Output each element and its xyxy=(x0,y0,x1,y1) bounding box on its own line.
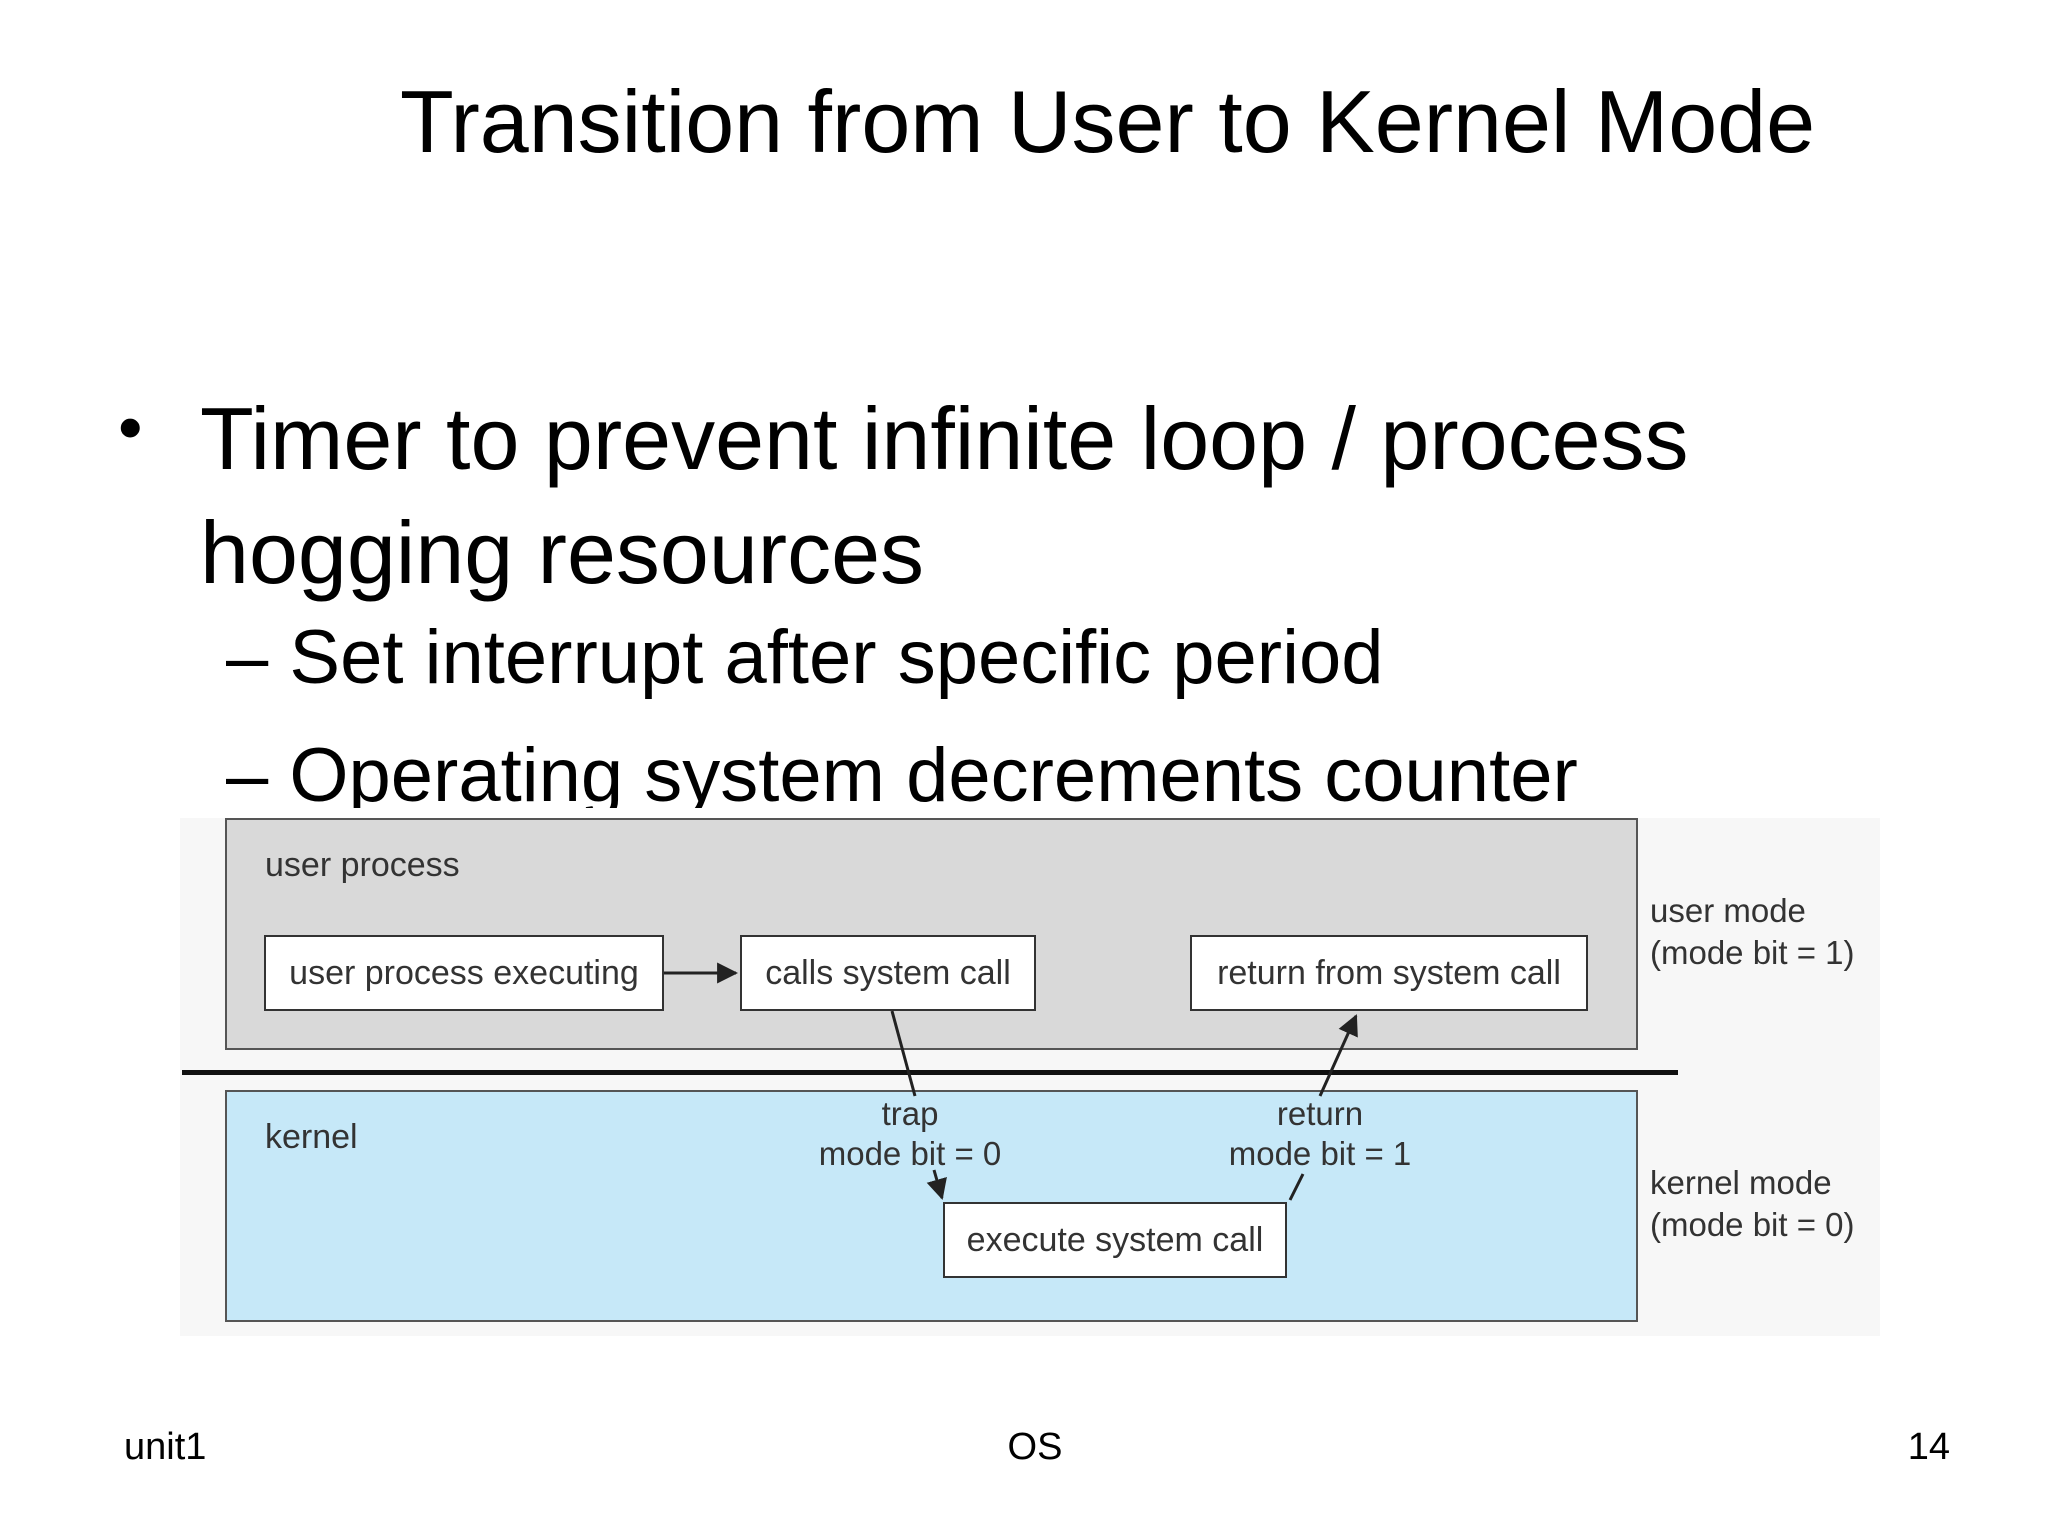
trap-arrow-lower xyxy=(926,1169,947,1201)
trap-label: trap mode bit = 0 xyxy=(790,1094,1030,1174)
user-mode-line1: user mode xyxy=(1650,892,1806,929)
mode-separator-line xyxy=(182,1070,1678,1075)
return-label-line2: mode bit = 1 xyxy=(1228,1135,1412,1172)
user-mode-line2: (mode bit = 1) xyxy=(1650,934,1855,971)
slide-title: Transition from User to Kernel Mode xyxy=(400,72,1816,171)
return-from-system-call-box: return from system call xyxy=(1190,935,1588,1011)
user-process-band xyxy=(225,818,1638,1050)
kernel-label: kernel xyxy=(265,1118,358,1156)
trap-label-line1: trap xyxy=(881,1095,939,1132)
user-process-executing-box: user process executing xyxy=(264,935,664,1011)
kernel-band xyxy=(225,1090,1638,1322)
return-arrow-upper xyxy=(1318,1014,1358,1097)
execute-system-call-box: execute system call xyxy=(943,1202,1287,1278)
return-label: return mode bit = 1 xyxy=(1200,1094,1440,1174)
return-arrow-lower xyxy=(1288,1173,1305,1201)
bullet-marker: • xyxy=(118,388,143,466)
return-label-line1: return xyxy=(1276,1095,1364,1132)
user-process-label: user process xyxy=(265,846,460,884)
bullet-text: Timer to prevent infinite loop / process… xyxy=(200,389,1689,602)
footer-course: OS xyxy=(1007,1426,1063,1468)
subbullet-2-text: Operating system decrements counter xyxy=(289,738,1578,808)
subbullet-1-text: Set interrupt after specific period xyxy=(289,615,1384,700)
subbullet-1: – Set interrupt after specific period xyxy=(226,620,1384,696)
subbullet-marker: – xyxy=(226,738,269,808)
kernel-mode-line2: (mode bit = 0) xyxy=(1650,1206,1855,1243)
transition-arrows xyxy=(664,962,1358,1201)
kernel-mode-line1: kernel mode xyxy=(1650,1164,1832,1201)
trap-label-line2: mode bit = 0 xyxy=(818,1135,1002,1172)
slide-number: 14 xyxy=(1907,1426,1950,1468)
footer-unit: unit1 xyxy=(124,1426,207,1468)
kernel-mode-label: kernel mode (mode bit = 0) xyxy=(1650,1162,1855,1246)
subbullet-marker: – xyxy=(226,615,269,700)
trap-arrow-upper xyxy=(890,1010,917,1097)
calls-system-call-box: calls system call xyxy=(740,935,1036,1011)
subbullet-2: – Operating system decrements counter xyxy=(226,738,1578,808)
user-mode-label: user mode (mode bit = 1) xyxy=(1650,890,1855,974)
mode-transition-diagram: user process kernel user process executi… xyxy=(180,818,1880,1336)
